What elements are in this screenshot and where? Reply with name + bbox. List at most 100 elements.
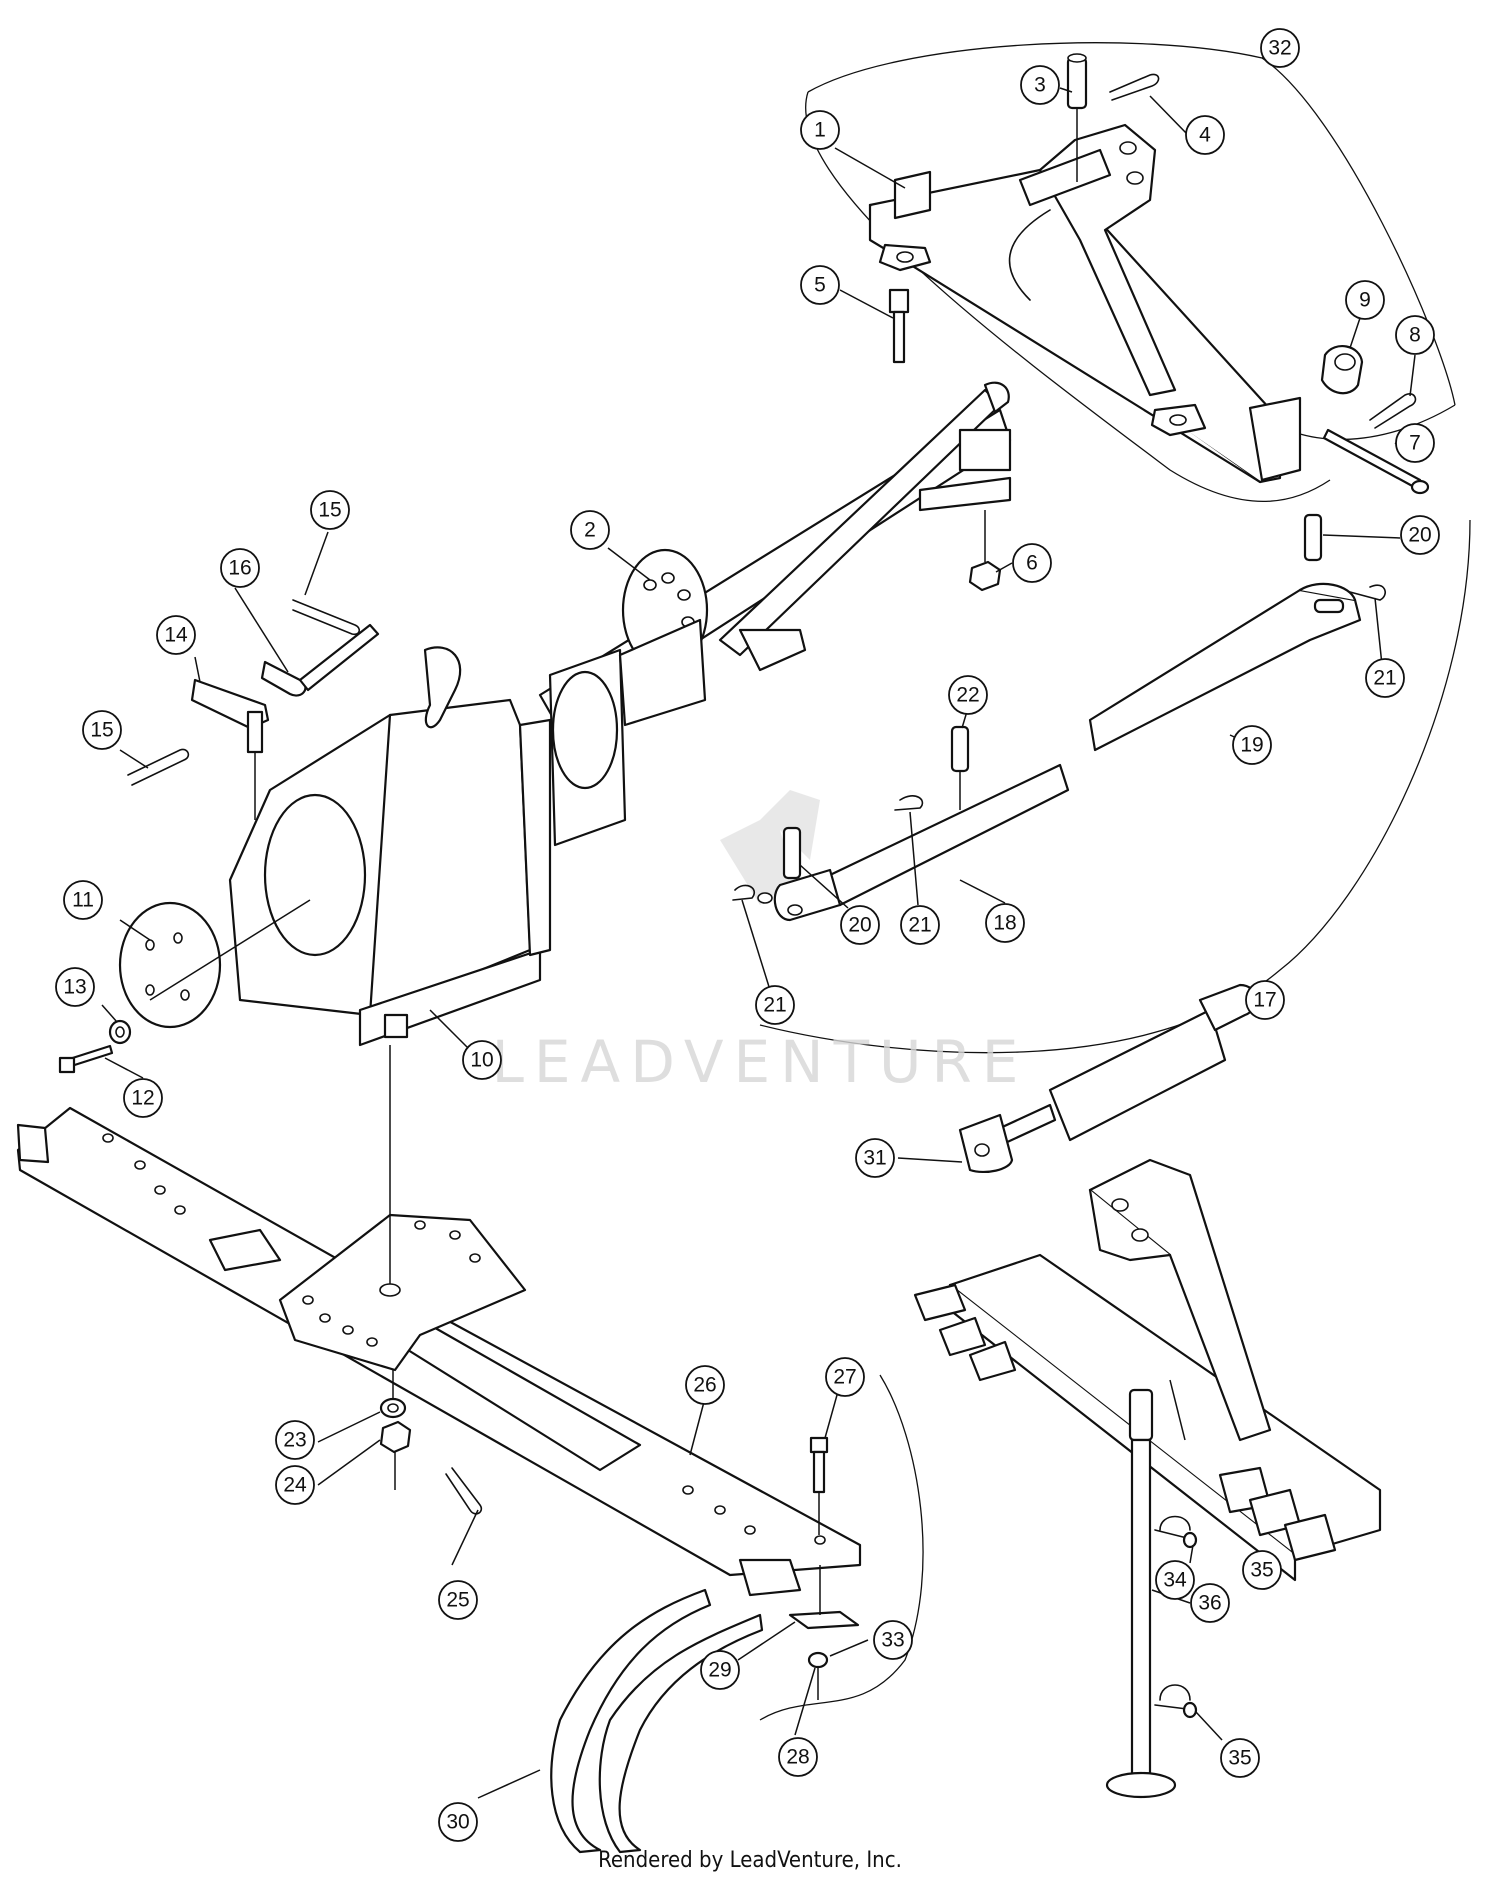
svg-text:25: 25 [446,1589,469,1612]
part-24-nut [379,1420,412,1490]
callout-36: 36 [1190,1583,1230,1623]
svg-text:19: 19 [1240,734,1263,757]
part-15-clip-lower [127,748,190,786]
part-12-bolt [58,1044,114,1074]
svg-text:6: 6 [1026,552,1038,575]
svg-text:22: 22 [956,684,979,707]
callout-34: 34 [1155,1560,1195,1600]
callout-1: 1 [800,110,840,150]
part-27-bolt [809,1436,829,1535]
part-35-pin-lower [1154,1684,1198,1719]
callout-15-upper: 15 [310,490,350,530]
svg-text:4: 4 [1199,124,1211,147]
part-21-clip-c [732,884,755,901]
svg-text:32: 32 [1268,37,1291,60]
part-6-nut [968,510,1002,592]
part-7-pin [1322,428,1430,495]
svg-text:26: 26 [693,1374,716,1397]
part-30-shank [550,1558,802,1854]
part-11-disc [118,899,311,1029]
callout-14: 14 [156,615,196,655]
part-31-cylinder [958,983,1257,1174]
callout-33: 33 [873,1620,913,1660]
part-1-hitch-frame [868,123,1302,484]
callout-21-right: 21 [1365,658,1405,698]
callout-32: 32 [1260,28,1300,68]
svg-text:12: 12 [131,1087,154,1110]
part-3-pin [1066,53,1088,182]
leader-lines [101,54,1421,1799]
callout-2: 2 [570,510,610,550]
svg-text:16: 16 [228,557,251,580]
svg-text:5: 5 [814,274,826,297]
svg-text:15: 15 [90,719,113,742]
svg-text:14: 14 [164,624,188,647]
callout-18: 18 [985,903,1025,943]
callout-27: 27 [825,1357,865,1397]
callout-19: 19 [1232,725,1272,765]
svg-text:10: 10 [470,1049,493,1072]
callout-11: 11 [63,880,103,920]
callout-30: 30 [438,1802,478,1842]
callout-31: 31 [855,1138,895,1178]
callout-22: 22 [948,675,988,715]
watermark-text: LEADVENTURE [492,1028,1029,1096]
callout-10: 10 [462,1040,502,1080]
part-32-hitch-frame [913,1158,1382,1582]
svg-text:29: 29 [708,1659,731,1682]
svg-text:9: 9 [1359,289,1371,312]
callout-35-upper: 35 [1242,1550,1282,1590]
svg-text:34: 34 [1163,1569,1187,1592]
part-21-clip-b [894,795,924,811]
callout-20-upper: 20 [1400,515,1440,555]
part-5-bolt [888,288,910,364]
svg-text:13: 13 [63,976,86,999]
footer-credit: Rendered by LeadVenture, Inc. [598,1848,902,1873]
part-14-lever-pin [190,678,270,820]
svg-text:8: 8 [1409,324,1421,347]
svg-text:11: 11 [72,889,94,912]
svg-text:35: 35 [1228,1747,1251,1770]
callout-16: 16 [220,548,260,588]
svg-text:20: 20 [848,914,871,937]
part-20-pin-lower [782,826,802,880]
callout-21-middle: 21 [900,905,940,945]
part-9-bushing [1320,345,1364,395]
callout-21-left: 21 [755,985,795,1025]
part-20-pin-upper [1303,513,1323,562]
callout-3: 3 [1020,65,1060,105]
svg-text:18: 18 [993,912,1016,935]
svg-text:21: 21 [1373,667,1396,690]
svg-text:21: 21 [908,914,931,937]
callout-4: 4 [1185,115,1225,155]
part-13-washer [108,1019,132,1045]
svg-text:35: 35 [1250,1559,1273,1582]
svg-text:33: 33 [881,1629,904,1652]
svg-text:3: 3 [1034,74,1046,97]
callout-9: 9 [1345,280,1385,320]
callout-12: 12 [123,1078,163,1118]
part-23-washer [379,1370,407,1419]
callout-17: 17 [1245,980,1285,1020]
svg-text:23: 23 [283,1429,306,1452]
svg-text:24: 24 [283,1474,307,1497]
part-29-plate [788,1565,860,1630]
part-26-beam [16,1106,862,1577]
svg-text:27: 27 [833,1366,856,1389]
callout-26: 26 [685,1365,725,1405]
part-8-clip [1369,393,1417,429]
callout-25: 25 [438,1580,478,1620]
callout-7: 7 [1395,423,1435,463]
svg-text:36: 36 [1198,1592,1221,1615]
callout-28: 28 [778,1737,818,1777]
svg-text:15: 15 [318,499,341,522]
mount-plate [278,1045,527,1372]
callout-20-lower: 20 [840,905,880,945]
part-21-clip-a [1349,584,1386,601]
svg-text:1: 1 [814,119,826,142]
part-15-clip-upper [292,599,361,636]
part-28-nut [807,1651,829,1700]
callout-29: 29 [700,1650,740,1690]
svg-text:2: 2 [584,519,596,542]
svg-text:17: 17 [1253,989,1276,1012]
